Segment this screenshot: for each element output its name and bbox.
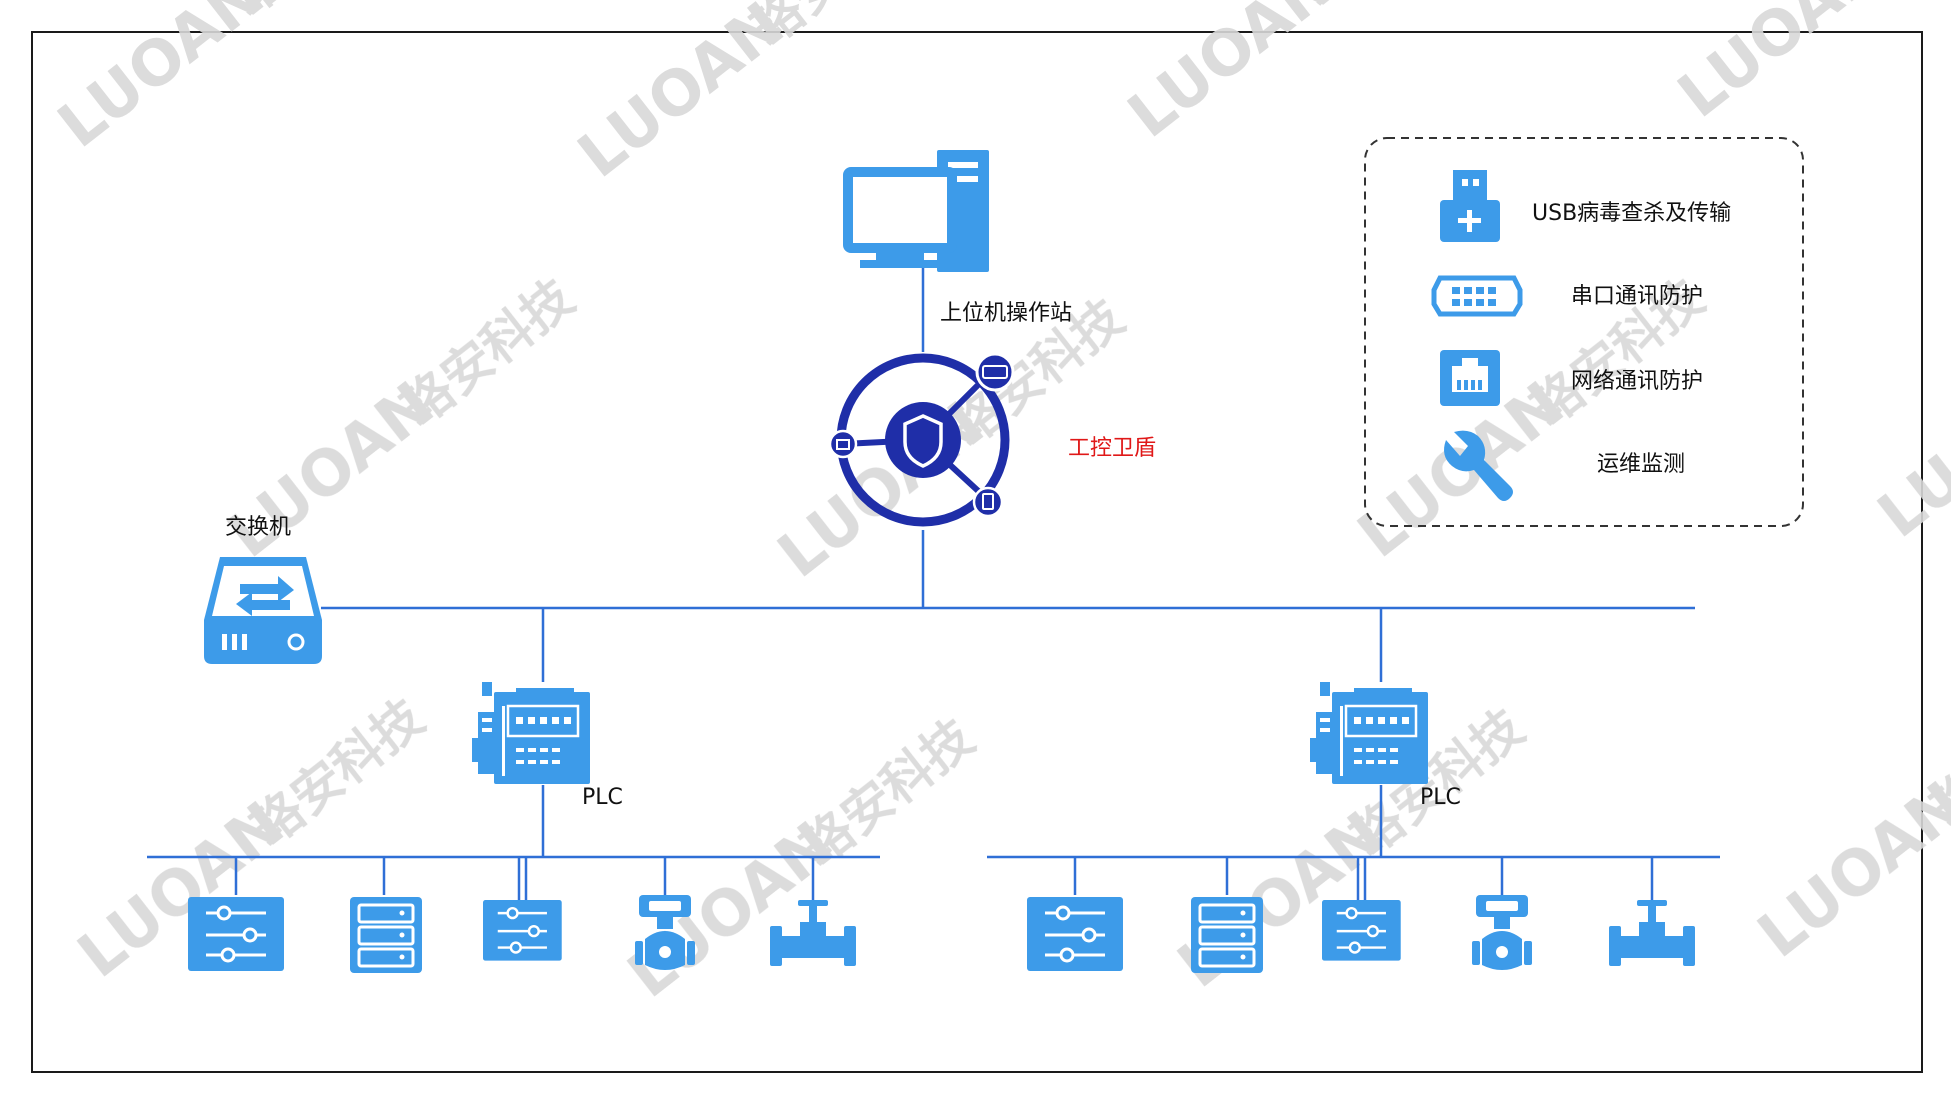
control-panel-icon (1320, 898, 1402, 962)
svg-text:珞安科技: 珞安科技 (791, 708, 984, 877)
plc-left-icon (470, 680, 592, 786)
legend-label-ethernet: 网络通讯防护 (1571, 369, 1703, 394)
plc-right-label: PLC (1420, 785, 1461, 810)
control-panel-icon (481, 898, 563, 962)
legend: USB病毒查杀及传输 串口通讯防护 网络通讯防护 (1364, 137, 1804, 527)
serial-port-icon (1431, 275, 1523, 317)
control-panel-icon (186, 895, 286, 973)
legend-label-wrench: 运维监测 (1597, 452, 1685, 477)
plc-left-label: PLC (582, 785, 623, 810)
legend-label-serial: 串口通讯防护 (1571, 284, 1703, 309)
network-lines (147, 268, 1720, 900)
ethernet-port-icon (1440, 350, 1500, 406)
wrench-icon (1444, 430, 1513, 501)
plc-right-icon (1308, 680, 1430, 786)
server-rack-icon (348, 895, 424, 975)
valve-icon (1609, 900, 1695, 966)
server-rack-icon (1189, 895, 1265, 975)
workstation-label: 上位机操作站 (940, 301, 1072, 326)
svg-text:LUOAN: LUOAN (1864, 347, 1951, 551)
usb-drive-icon (1440, 170, 1500, 242)
shield-hub-icon (828, 352, 1015, 527)
svg-text:LUOAN: LUOAN (1114, 0, 1347, 152)
shield-label: 工控卫盾 (1068, 436, 1156, 461)
switch-label: 交换机 (225, 515, 291, 540)
legend-label-usb: USB病毒查杀及传输 (1532, 201, 1731, 226)
desktop-computer-icon (843, 150, 989, 272)
svg-text:LUOAN: LUOAN (1744, 767, 1951, 971)
flow-meter-icon (1472, 895, 1532, 970)
svg-text:珞安科技: 珞安科技 (391, 268, 584, 437)
control-panel-icon (1025, 895, 1125, 973)
svg-text:LUOAN: LUOAN (44, 0, 277, 162)
svg-text:LUOAN: LUOAN (1664, 0, 1897, 132)
svg-text:珞安科技: 珞安科技 (741, 0, 934, 57)
svg-text:珞安科技: 珞安科技 (241, 688, 434, 857)
network-switch-icon (204, 557, 322, 664)
